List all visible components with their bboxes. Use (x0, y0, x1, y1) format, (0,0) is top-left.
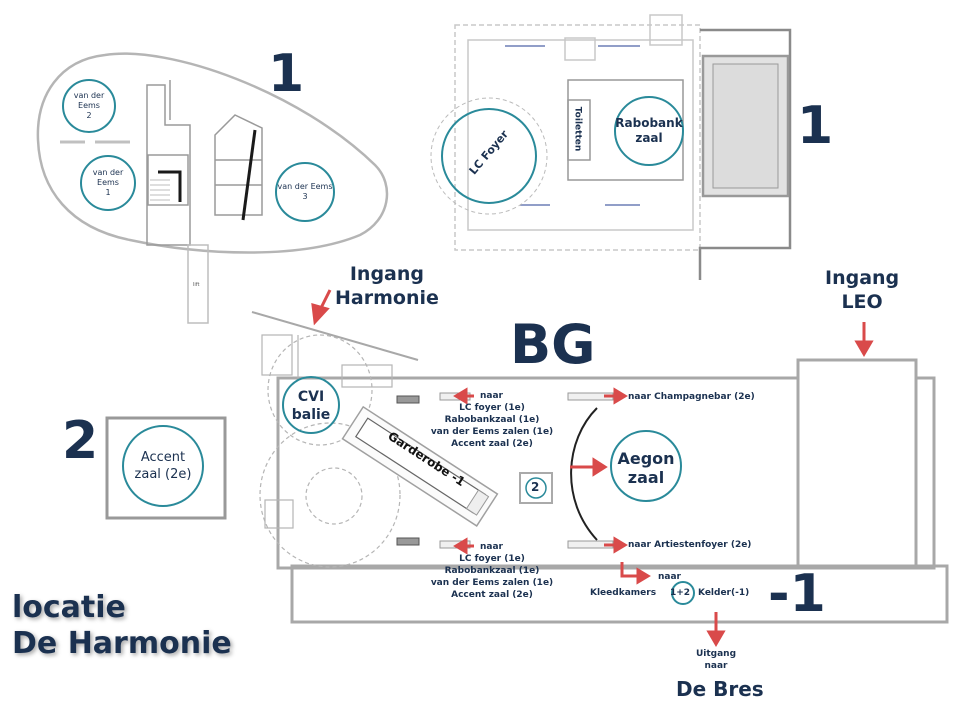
lift-number: 2 (531, 480, 540, 494)
dir-tl-3: van der Eems zalen (1e) (430, 427, 554, 437)
dir-tl-4: Accent zaal (2e) (451, 439, 533, 449)
cvi-balie-line2: balie (291, 407, 331, 423)
room-eems-1: van der Eems 1 (81, 159, 135, 207)
floor1-right-building (698, 28, 792, 280)
room-eems-3: van der Eems 3 (276, 168, 334, 216)
floor-label-basement: -1 (768, 564, 826, 624)
direction-champagnebar: naar Champagnebar (2e) (628, 392, 755, 402)
floor-label-1-right: 1 (797, 96, 834, 156)
floor1-right-plan (454, 14, 701, 251)
direction-kleedkamers: Kleedkamers (590, 588, 657, 598)
direction-kelder: Kelder(-1) (698, 588, 750, 598)
floor-label-bg: BG (510, 313, 596, 376)
dir-tl-0: naar (480, 391, 503, 401)
room-accent-line2: zaal (2e) (134, 467, 192, 482)
dir-bl-3: van der Eems zalen (1e) (430, 578, 554, 588)
entrance-harmonie-line2: Harmonie (335, 287, 439, 309)
room-eems-1-name: van der Eems (92, 168, 124, 187)
floor-label-1-left: 1 (268, 44, 305, 104)
ground-room-circles (122, 376, 695, 605)
location-title: locatie De Harmonie (12, 590, 232, 662)
room-accent-line1: Accent (140, 450, 186, 465)
garderobe-counter (341, 405, 499, 527)
room-aegon-line1: Aegon (617, 449, 675, 468)
directions-bottom-left: naar LC foyer (1e) Rabobankzaal (1e) van… (422, 541, 562, 601)
direction-kelder-naar: naar (658, 572, 681, 582)
dir-tl-2: Rabobankzaal (1e) (444, 415, 540, 425)
entrance-harmonie-line1: Ingang (349, 263, 425, 285)
floor1-left-room-circles (62, 79, 335, 222)
room-eems-3-num: 3 (302, 192, 308, 201)
room-rabobank: Rabobank zaal (615, 108, 683, 154)
room-eems-2-name: van der Eems (73, 91, 105, 110)
floor1-right-corridors (505, 45, 640, 206)
entrance-leo-line1: Ingang (825, 267, 900, 289)
floor1-left-walls (60, 80, 263, 324)
ground-floor-walls (251, 311, 949, 624)
room-aegon-line2: zaal (627, 468, 665, 487)
lift-small-label: lift (193, 282, 200, 288)
dir-bl-2: Rabobankzaal (1e) (444, 566, 540, 576)
direction-exit-dest: De Bres (676, 677, 764, 701)
lift-left-bottom (396, 537, 420, 546)
floor1-left-stair-lines (150, 179, 170, 201)
direction-exit: Uitgang naar (684, 648, 748, 672)
entrance-leo-line2: LEO (841, 291, 883, 313)
direction-artiestenfoyer: naar Artiestenfoyer (2e) (628, 540, 752, 550)
room-toiletten: Toiletten (572, 106, 583, 152)
cvi-balie: CVI balie (287, 386, 335, 426)
floor1-left-stairs (158, 129, 257, 221)
floor1-right-room-circles (441, 96, 684, 204)
ground-floor-details (259, 334, 401, 568)
aegon-curved-wall (570, 407, 598, 541)
direction-kleedkamers-num: 1+2 (670, 588, 691, 598)
entrance-harmonie-label: Ingang Harmonie (335, 262, 439, 310)
room-eems-1-num: 1 (105, 188, 111, 197)
location-title-line1: locatie (12, 590, 126, 625)
floor-label-2: 2 (62, 411, 99, 471)
room-rabobank-line2: zaal (635, 131, 663, 145)
floor1-left-plan (36, 52, 389, 254)
directions-top-left: naar LC foyer (1e) Rabobankzaal (1e) van… (422, 390, 562, 450)
cvi-balie-line1: CVI (297, 389, 325, 405)
direction-exit-line1: Uitgang (695, 649, 737, 659)
dir-bl-0: naar (480, 542, 503, 552)
lift-left-top (396, 395, 420, 404)
dir-bl-4: Accent zaal (2e) (451, 590, 533, 600)
dir-tl-1: LC foyer (1e) (459, 403, 525, 413)
accent-box (105, 416, 227, 520)
direction-arrows (311, 289, 874, 647)
room-rabobank-line1: Rabobank (615, 116, 683, 130)
direction-exit-line2: naar (704, 661, 728, 671)
room-eems-3-name: van der Eems (277, 182, 333, 191)
room-eems-2: van der Eems 2 (63, 82, 115, 130)
dir-bl-1: LC foyer (1e) (459, 554, 525, 564)
room-aegon: Aegon zaal (614, 448, 678, 488)
room-accent: Accent zaal (2e) (123, 446, 203, 486)
entrance-leo-label: Ingang LEO (825, 266, 899, 314)
room-eems-2-num: 2 (86, 111, 92, 120)
location-title-line2: De Harmonie (12, 626, 232, 661)
